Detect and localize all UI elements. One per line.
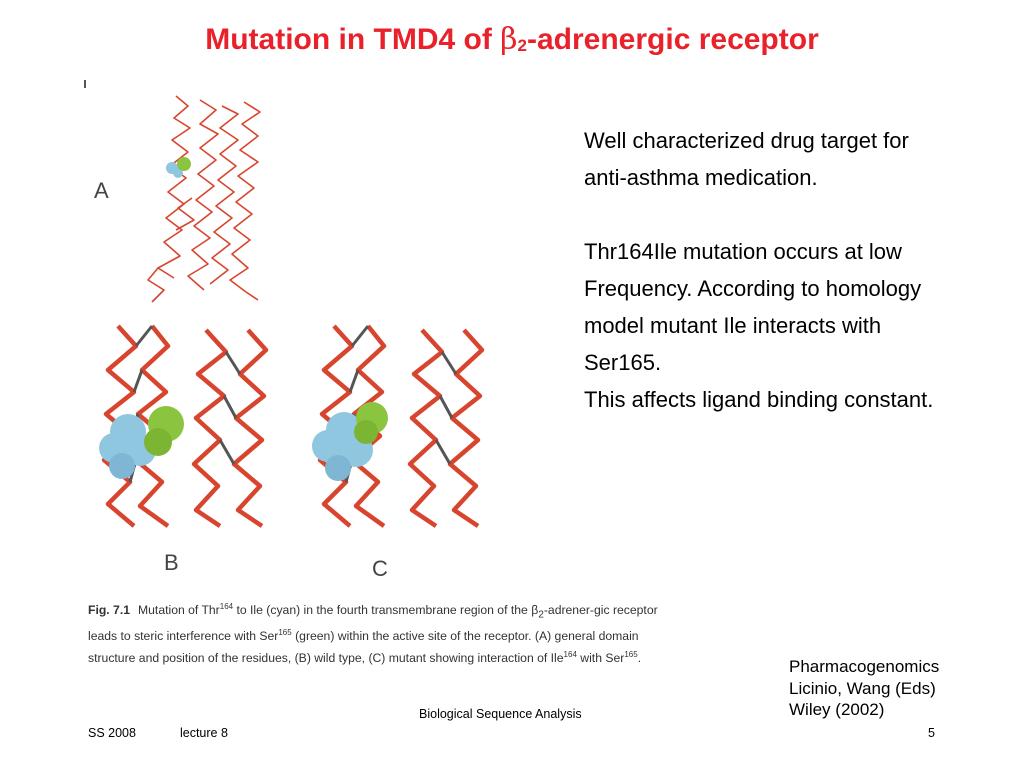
body-line: anti-asthma medication.	[584, 165, 818, 190]
footer-date: SS 2008	[88, 726, 136, 740]
reference-line: Licinio, Wang (Eds)	[789, 678, 936, 698]
receptor-structure-image	[99, 95, 485, 528]
reference: Pharmacogenomics Licinio, Wang (Eds) Wil…	[789, 656, 939, 721]
body-line: Frequency. According to homology	[584, 276, 922, 301]
panel-label-a: A	[94, 178, 109, 203]
body-line: Ser165.	[584, 350, 662, 375]
panel-a-structure	[147, 95, 261, 303]
reference-line: Pharmacogenomics	[789, 657, 940, 676]
panel-b-residues	[99, 406, 184, 479]
footer-left: SS 2008 lecture 8	[88, 726, 228, 740]
footer-page-number: 5	[928, 726, 935, 740]
body-text: Well characterized drug target for anti-…	[584, 122, 1004, 418]
panel-c-residues	[312, 402, 388, 481]
panel-label-c: C	[372, 556, 388, 581]
reference-line: Wiley (2002)	[789, 700, 885, 719]
body-line: Well characterized drug target for	[584, 128, 909, 153]
footer-lecture: lecture 8	[179, 726, 228, 740]
panel-label-b: B	[164, 550, 179, 575]
body-line: model mutant Ile interacts with	[584, 313, 882, 338]
footer-course-title: Biological Sequence Analysis	[419, 707, 582, 721]
slide-title: Mutation in TMD4 of β2-adrenergic recept…	[205, 22, 819, 57]
body-line: Thr164Ile mutation occurs at low	[584, 239, 902, 264]
figure-corner-mark	[84, 80, 86, 88]
body-line: This affects ligand binding constant.	[584, 387, 934, 412]
